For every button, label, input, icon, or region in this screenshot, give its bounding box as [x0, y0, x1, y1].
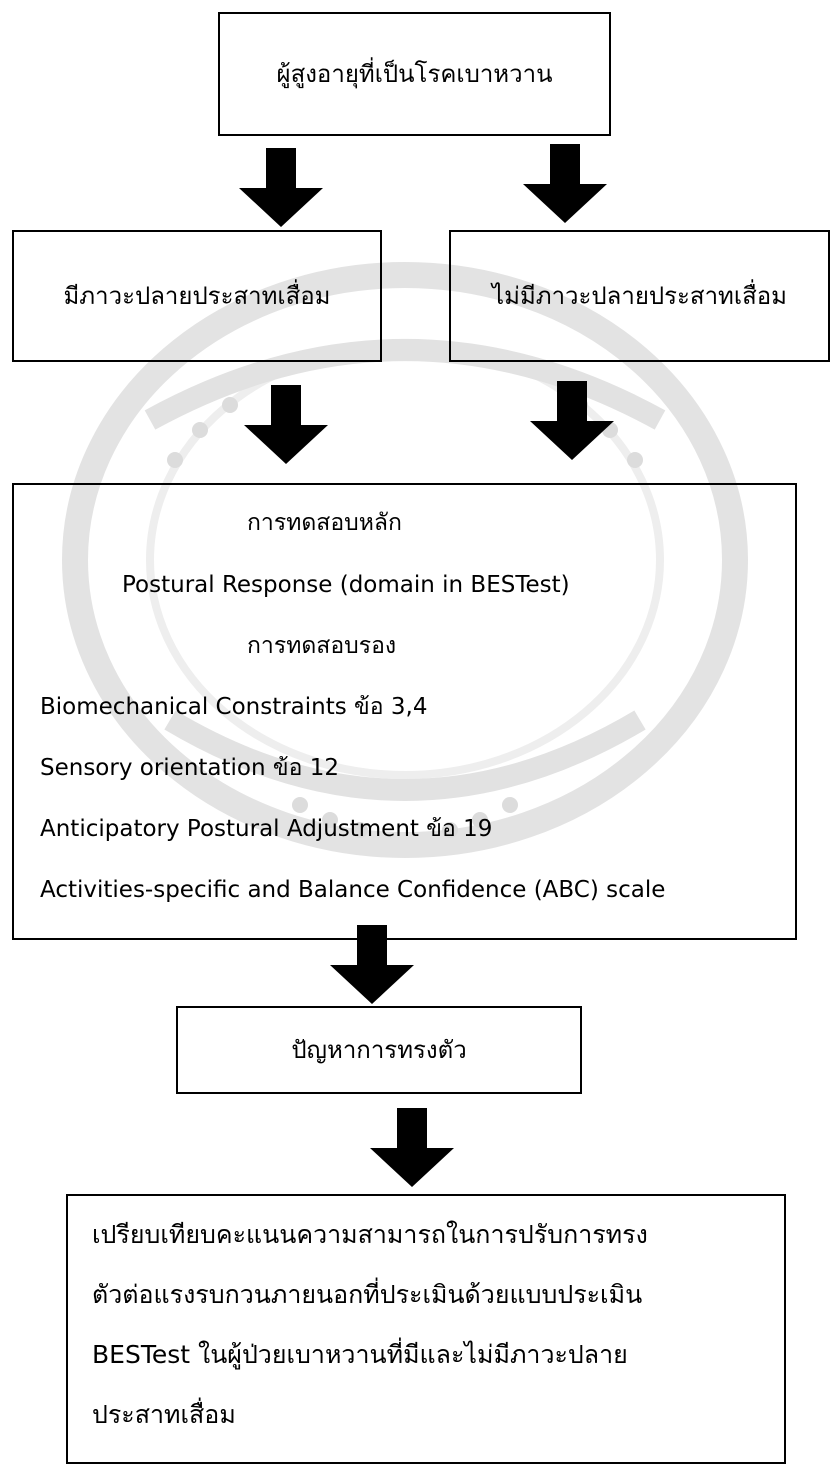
arrow-down-icon	[530, 381, 614, 460]
score-comparison-box: เปรียบเทียบคะแนนความสามารถในการปรับการทร…	[66, 1194, 786, 1464]
primary-test-heading: การทดสอบหลัก	[247, 510, 402, 536]
secondary-test-item: Sensory orientation ข้อ 12	[40, 755, 339, 781]
arrow-down-icon	[244, 385, 328, 464]
balance-problem-box: ปัญหาการทรงตัว	[176, 1006, 582, 1094]
secondary-test-heading: การทดสอบรอง	[247, 633, 397, 659]
elderly-diabetes-label: ผู้สูงอายุที่เป็นโรคเบาหวาน	[276, 59, 553, 88]
balance-problem-label: ปัญหาการทรงตัว	[291, 1035, 467, 1064]
balance-tests-box: การทดสอบหลัก Postural Response (domain i…	[12, 483, 797, 940]
with-neuropathy-label: มีภาวะปลายประสาทเสื่อม	[63, 281, 331, 310]
comparison-line: ตัวต่อแรงรบกวนภายนอกที่ประเมินด้วยแบบประ…	[92, 1280, 643, 1309]
without-neuropathy-box: ไม่มีภาวะปลายประสาทเสื่อม	[449, 230, 830, 362]
arrow-down-icon	[330, 925, 414, 1004]
comparison-line: เปรียบเทียบคะแนนความสามารถในการปรับการทร…	[92, 1220, 648, 1249]
arrow-down-icon	[239, 148, 323, 227]
without-neuropathy-label: ไม่มีภาวะปลายประสาทเสื่อม	[492, 281, 787, 310]
secondary-test-item: Biomechanical Constraints ข้อ 3,4	[40, 694, 428, 720]
comparison-line: ประสาทเสื่อม	[92, 1400, 236, 1429]
elderly-diabetes-box: ผู้สูงอายุที่เป็นโรคเบาหวาน	[218, 12, 611, 136]
comparison-line: BESTest ในผู้ป่วยเบาหวานที่มีและไม่มีภาว…	[92, 1340, 628, 1369]
arrow-down-icon	[523, 144, 607, 223]
secondary-test-item: Anticipatory Postural Adjustment ข้อ 19	[40, 816, 493, 842]
secondary-test-item: Activities-specific and Balance Confiden…	[40, 877, 666, 903]
primary-test-item: Postural Response (domain in BESTest)	[122, 572, 570, 598]
arrow-down-icon	[370, 1108, 454, 1187]
with-neuropathy-box: มีภาวะปลายประสาทเสื่อม	[12, 230, 382, 362]
